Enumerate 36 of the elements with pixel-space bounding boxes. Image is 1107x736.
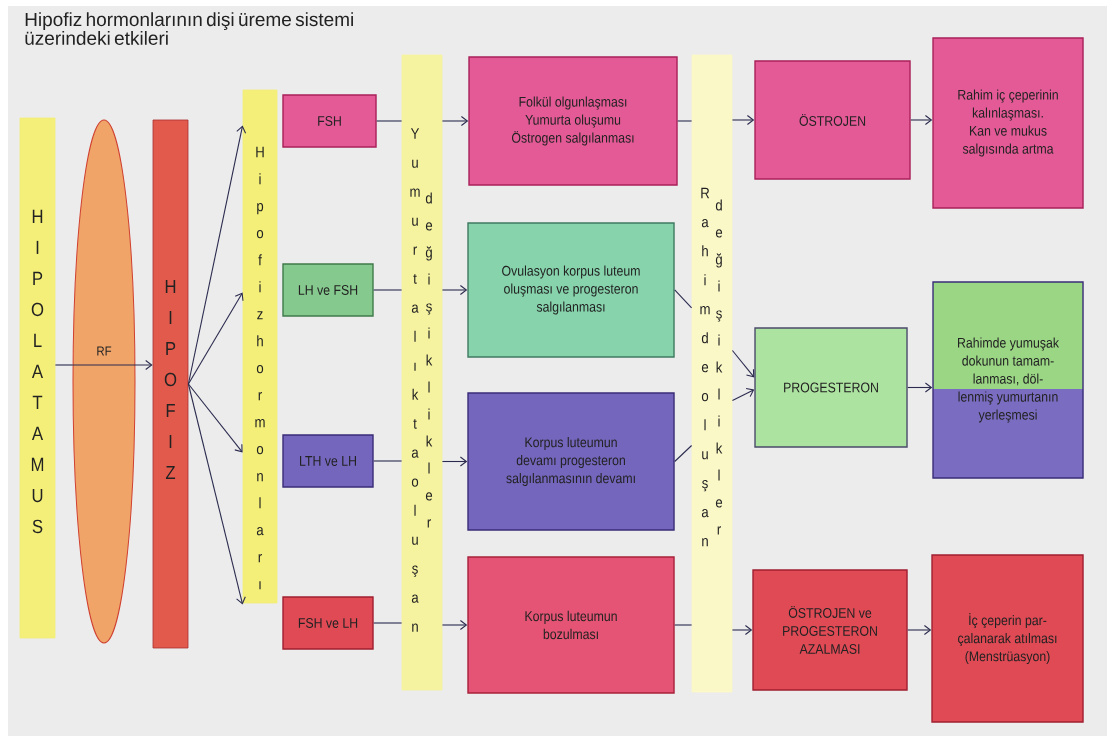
arrow bbox=[441, 284, 468, 296]
arrow bbox=[907, 382, 933, 393]
arrow bbox=[187, 383, 246, 605]
process-box: Ovulasyon korpus luteum oluşması ve progesteron salgılanması bbox=[467, 222, 675, 358]
vertical-band: HIPOFIZ bbox=[152, 119, 189, 649]
arrow bbox=[910, 114, 933, 126]
process-box: Korpus luteumun devamı progesteron salgılanmasının devamı bbox=[467, 392, 675, 531]
process-box: Rahim iç çeperinin kalınlaşması. Kan ve mukus salgısında artma bbox=[932, 37, 1084, 209]
arrow bbox=[731, 624, 753, 636]
vertical-band: HIPOLATAMUS bbox=[19, 117, 56, 639]
vertical-band: Hipofiz hormonları bbox=[242, 89, 278, 604]
arrow bbox=[731, 349, 755, 378]
hormone-box: LTH ve LH bbox=[282, 434, 374, 488]
arrow bbox=[907, 624, 932, 636]
arrow bbox=[731, 388, 755, 402]
process-box: Korpus luteumun bozulması bbox=[467, 556, 675, 694]
arrow bbox=[731, 114, 755, 126]
process-box: PROGESTERON bbox=[754, 327, 908, 448]
arrow bbox=[441, 619, 468, 631]
process-box: Rahimde yumuşak dokunun tamam- lanması, döl- lenmiş yumurtanın yerleşmesi bbox=[932, 281, 1084, 479]
arrow bbox=[441, 456, 468, 467]
process-box: İç çeperin par- çalanarak atılması (Menstrüasyon) bbox=[931, 554, 1084, 723]
arrow bbox=[187, 125, 247, 385]
arrow bbox=[441, 115, 469, 127]
process-box: ÖSTROJEN bbox=[754, 60, 911, 180]
hormone-box: FSH bbox=[282, 94, 377, 148]
arrow bbox=[187, 383, 243, 453]
process-box: Folkül olgunlaşması Yumurta oluşumu Östrogen salgılanması bbox=[468, 56, 678, 186]
vertical-band: Rahimde oluşan değişiklikler bbox=[691, 54, 733, 693]
hormone-box: LH ve FSH bbox=[282, 263, 374, 317]
process-box: ÖSTROJEN ve PROGESTERON AZALMASI bbox=[752, 569, 908, 691]
vertical-band: Yumurtalıkta oluşan değişiklikler bbox=[401, 54, 443, 691]
arrow bbox=[71, 359, 153, 371]
title: Hipofiz hormonlarının dişi üreme sistemi üzerindeki etkileri bbox=[25, 12, 353, 45]
arrow bbox=[187, 292, 244, 385]
hormone-box: FSH ve LH bbox=[282, 596, 374, 650]
